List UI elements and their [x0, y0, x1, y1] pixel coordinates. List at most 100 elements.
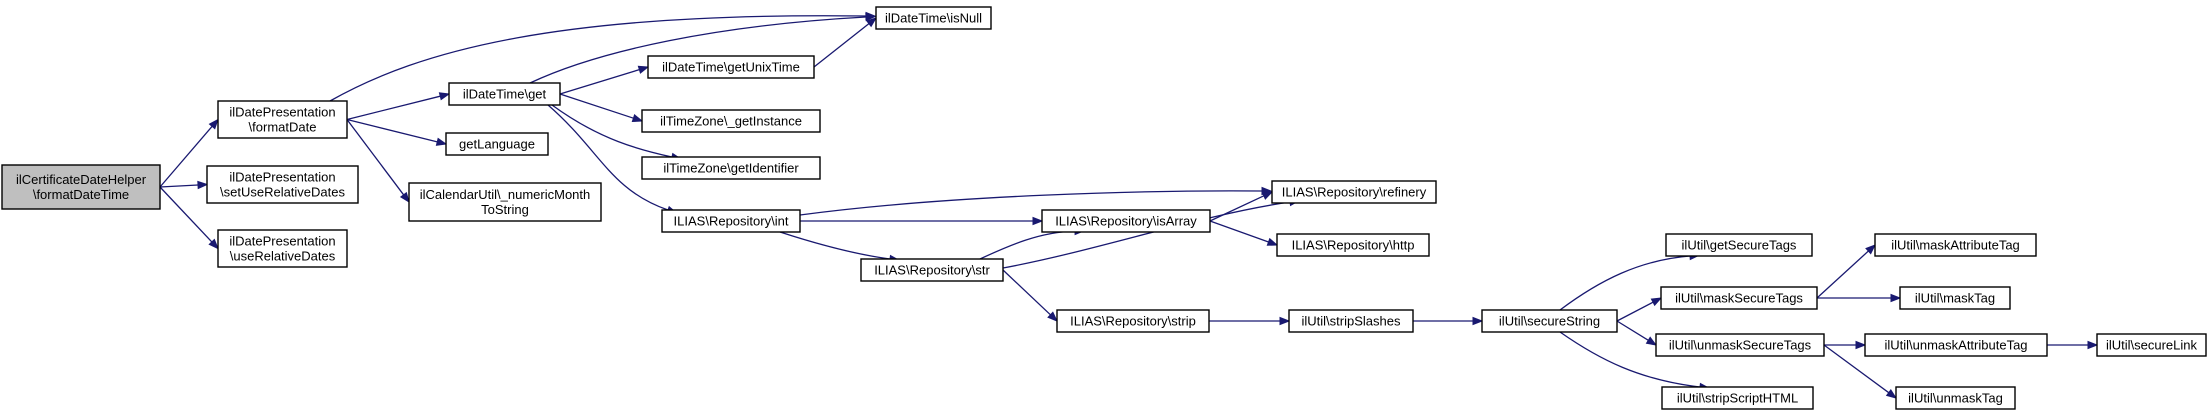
edge-n21-to-n24 [1816, 244, 1877, 299]
node-ilutil-getsecuretags[interactable]: ilUtil\getSecureTags [1665, 233, 1813, 257]
edge-n19-to-n21 [1616, 297, 1663, 322]
edge-n2-to-n5 [346, 92, 451, 121]
edge-line [159, 186, 213, 243]
edge-n26-to-n28 [2047, 340, 2099, 350]
edge-line [1559, 255, 1691, 311]
node-label: ilUtil\unmaskSecureTags [1669, 338, 1812, 353]
node-ilutil-masksecuretags[interactable]: ilUtil\maskSecureTags [1660, 286, 1818, 310]
node-box [661, 209, 801, 233]
node-ilutil-securelink[interactable]: ilUtil\secureLink [2096, 333, 2207, 357]
node-ilutil-stripscripthtml[interactable]: ilUtil\stripScriptHTML [1661, 386, 1814, 410]
node-box [1665, 233, 1813, 257]
node-iltimezone-getinstance[interactable]: ilTimeZone\_getInstance [641, 109, 821, 133]
node-label: ilCertificateDateHelper [16, 172, 147, 187]
edge-line [346, 118, 438, 143]
edge-arrowhead [399, 191, 410, 204]
edge-line [799, 190, 1263, 216]
node-ilias-repository-strip[interactable]: ILIAS\Repository\strip [1056, 309, 1210, 333]
node-box [1899, 286, 2011, 310]
edge-line [529, 16, 867, 84]
node-box [408, 182, 602, 222]
edge-line [1002, 269, 1051, 316]
node-label: ilDateTime\getUnixTime [662, 60, 800, 75]
node-box [1276, 233, 1430, 257]
edge-n12-to-n15 [779, 231, 901, 264]
node-label: ilUtil\unmaskAttributeTag [1884, 338, 2027, 353]
node-ilias-repository-refinery[interactable]: ILIAS\Repository\refinery [1271, 180, 1437, 204]
edge-line [1816, 250, 1869, 299]
node-box [217, 100, 348, 139]
node-ilutil-unmaskattributetag[interactable]: ilUtil\unmaskAttributeTag [1864, 333, 2048, 357]
node-ilutil-securestring[interactable]: ilUtil\secureString [1481, 309, 1618, 333]
edge-n22-to-n27 [1823, 344, 1898, 399]
edge-n18-to-n19 [1413, 316, 1484, 326]
node-ilutil-unmasksecuretags[interactable]: ilUtil\unmaskSecureTags [1655, 333, 1825, 357]
node-label: ilDatePresentation [229, 170, 335, 185]
node-label: ilUtil\maskSecureTags [1675, 291, 1803, 306]
node-box [1481, 309, 1618, 333]
node-label: \formatDateTime [33, 187, 129, 202]
edge-arrowhead [637, 65, 650, 74]
node-box [641, 156, 821, 180]
node-box [647, 55, 815, 79]
edge-arrowhead [208, 238, 219, 250]
edge-line [1209, 195, 1265, 222]
edge-line [346, 119, 405, 196]
node-ilias-repository-int[interactable]: ILIAS\Repository\int [661, 209, 801, 233]
node-ildatepresentation-formatdate[interactable]: ilDatePresentation\formatDate [217, 100, 348, 139]
node-ildatepresentation-userelativedates[interactable]: ilDatePresentation\useRelativeDates [217, 229, 348, 268]
node-getlanguage[interactable]: getLanguage [445, 132, 549, 156]
node-ildatepresentation-setuserelativedates[interactable]: ilDatePresentation\setUseRelativeDates [206, 165, 359, 204]
node-ilutil-maskattributetag[interactable]: ilUtil\maskAttributeTag [1874, 233, 2037, 257]
node-label: \useRelativeDates [230, 249, 336, 264]
call-nodes: ilCertificateDateHelper\formatDateTimeil… [1, 6, 2207, 410]
node-box [217, 229, 348, 268]
edge-arrowhead [197, 180, 209, 190]
node-label: ToString [481, 202, 529, 217]
node-box [1041, 209, 1211, 233]
node-ildatetime-isnull[interactable]: ilDateTime\isNull [875, 6, 992, 30]
edge-line [159, 184, 199, 188]
node-ilutil-unmasktag[interactable]: ilUtil\unmaskTag [1895, 386, 2016, 410]
edge-line [1559, 331, 1701, 388]
edge-arrowhead [1266, 237, 1279, 246]
node-label: ilDateTime\isNull [885, 11, 982, 26]
node-label: ilTimeZone\_getInstance [660, 114, 802, 129]
node-box [206, 165, 359, 204]
edge-n21-to-n25 [1817, 293, 1902, 303]
node-box [1271, 180, 1437, 204]
edge-line [159, 125, 213, 188]
node-ilias-repository-http[interactable]: ILIAS\Repository\http [1276, 233, 1430, 257]
node-box [2096, 333, 2207, 357]
node-ilcertificatedatehelper-formatdatetime[interactable]: ilCertificateDateHelper\formatDateTime [1, 164, 161, 210]
edge-n2-to-n7 [346, 118, 448, 146]
edge-arrowhead [208, 118, 219, 130]
node-label: ilUtil\secureString [1499, 314, 1600, 329]
node-box [445, 132, 549, 156]
node-ilutil-masktag[interactable]: ilUtil\maskTag [1899, 286, 2011, 310]
node-label: ILIAS\Repository\str [874, 263, 990, 278]
edge-arrowhead [1032, 216, 1044, 226]
node-iltimezone-getidentifier[interactable]: ilTimeZone\getIdentifier [641, 156, 821, 180]
edge-line [1616, 301, 1654, 322]
node-box [1655, 333, 1825, 357]
edge-n17-to-n18 [1209, 316, 1291, 326]
node-ilias-repository-str[interactable]: ILIAS\Repository\str [860, 258, 1004, 282]
node-ildatetime-get[interactable]: ilDateTime\get [448, 82, 561, 106]
edge-arrowhead [2087, 340, 2099, 350]
edge-arrowhead [438, 92, 451, 101]
edge-n14-to-n13 [1209, 191, 1274, 222]
node-box [1895, 386, 2016, 410]
edge-line [1002, 201, 1291, 269]
node-ilias-repository-isarray[interactable]: ILIAS\Repository\isArray [1041, 209, 1211, 233]
edge-n5-to-n10 [559, 93, 644, 123]
node-ilutil-stripslashes[interactable]: ilUtil\stripSlashes [1288, 309, 1414, 333]
edge-line [329, 15, 867, 102]
node-ildatetime-getunixtime[interactable]: ilDateTime\getUnixTime [647, 55, 815, 79]
edge-n19-to-n22 [1616, 320, 1658, 346]
node-box [1661, 386, 1814, 410]
node-box [875, 6, 992, 30]
node-box [1056, 309, 1210, 333]
